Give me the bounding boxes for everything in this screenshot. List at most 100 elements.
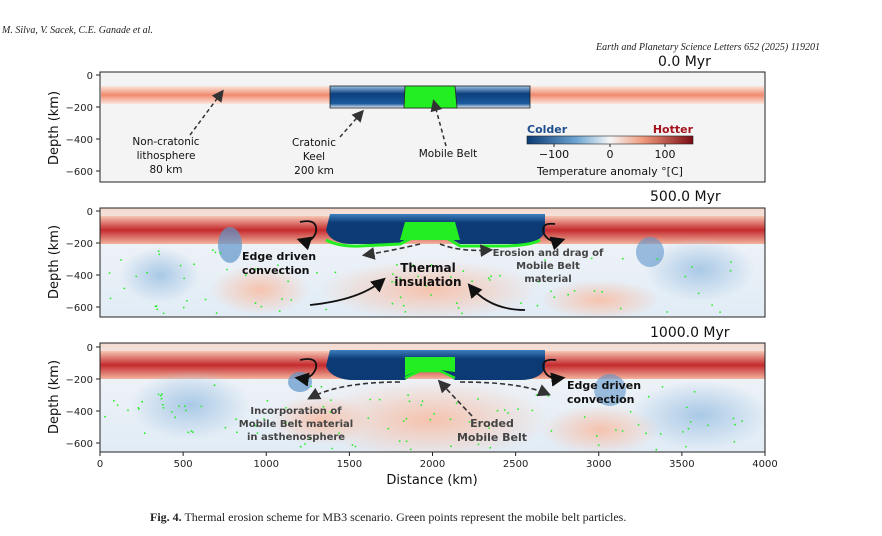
mobile-belt-particle [112, 400, 115, 402]
mobile-belt-particle [685, 445, 687, 448]
mobile-belt-particle [531, 409, 534, 412]
mobile-belt-particle [316, 272, 318, 274]
mobile-belt-particle [711, 304, 713, 306]
svg-text:Mobile Belt: Mobile Belt [457, 431, 527, 444]
mobile-belt-particle [170, 410, 173, 413]
mobile-belt-particle [146, 271, 148, 274]
mobile-belt-particle [573, 290, 576, 292]
arrow-noncratonic [189, 89, 224, 136]
svg-text:80 km: 80 km [149, 164, 182, 176]
caption-text: Thermal erosion scheme for MB3 scenario.… [184, 510, 627, 524]
svg-text:Mobile Belt material: Mobile Belt material [239, 419, 353, 430]
svg-text:Erosion and drag of: Erosion and drag of [493, 248, 604, 259]
mobile-belt-particle [544, 267, 546, 269]
mobile-belt-particle [299, 445, 302, 448]
mobile-belt-particle [553, 296, 556, 299]
mobile-belt-particle [354, 445, 357, 448]
mobile-belt-particle [143, 432, 146, 435]
svg-text:200 km: 200 km [294, 165, 334, 177]
x-tick-label: 2000 [420, 459, 445, 470]
panel-time-label: 1000.0 Myr [650, 325, 730, 341]
mobile-belt-particle [461, 312, 463, 315]
svg-text:Incorporation of: Incorporation of [250, 406, 342, 417]
mobile-belt-particle [468, 421, 471, 423]
mobile-belt-particle [457, 307, 460, 309]
mobile-belt-particle [488, 427, 490, 429]
mobile-belt-particle [399, 296, 402, 299]
mobile-belt-particle [260, 305, 263, 308]
arrow-thermal-left [309, 277, 386, 306]
x-tick-label: 1000 [254, 459, 279, 470]
y-axis-label: Depth (km) [47, 91, 62, 165]
arrow-keel [339, 109, 364, 138]
mobile-belt-particle [666, 311, 669, 313]
mobile-belt-particle [191, 431, 194, 433]
mobile-belt-particle [404, 311, 407, 313]
mobile-belt-particle [185, 409, 188, 412]
mobile-belt-particle [489, 446, 492, 449]
mobile-belt-particle [433, 413, 435, 415]
mobile-belt-particle [184, 405, 186, 408]
mobile-belt-particle [158, 253, 161, 256]
annotation-mobile-belt: Mobile Belt [419, 148, 477, 160]
arrow-drag-right [459, 381, 551, 397]
mobile-belt-particle [190, 430, 193, 432]
mobile-belt-particle [507, 412, 509, 414]
mobile-belt-particle [490, 275, 492, 278]
mobile-belt-particle [369, 398, 372, 401]
mobile-belt-particle [182, 306, 185, 309]
mobile-belt-particle [647, 395, 650, 398]
y-axis-ticks: 0 −200 −400 −600 [66, 343, 100, 450]
mobile-belt-particle [179, 264, 182, 267]
annotation-incorporation: Incorporation of Mobile Belt material in… [239, 406, 353, 443]
svg-text:Edge driven: Edge driven [242, 250, 316, 263]
mobile-belt-particle [449, 418, 452, 421]
mobile-belt-particle [517, 408, 519, 410]
mobile-belt-particle [367, 417, 370, 419]
mobile-belt-particle [287, 280, 289, 283]
colorbar-colder-label: Colder [527, 123, 568, 136]
mobile-belt-particle [334, 271, 337, 274]
panel-1000myr: 1000.0 Myr 0 −200 −400 −600 [47, 325, 778, 488]
svg-text:Eroded: Eroded [470, 417, 514, 430]
svg-text:Edge driven: Edge driven [567, 379, 641, 392]
mobile-belt-particle [550, 430, 553, 432]
svg-text:0: 0 [87, 207, 93, 218]
caption-label: Fig. 4. [150, 510, 182, 524]
arrow-erosion-left [361, 243, 421, 260]
mobile-belt-particle [235, 418, 238, 421]
y-axis-ticks: 0 −200 −400 −600 [66, 207, 100, 314]
mobile-belt-particle [656, 258, 659, 261]
mobile-belt-particle [488, 279, 491, 281]
x-tick-label: 3000 [586, 459, 611, 470]
mobile-belt-particle [496, 409, 499, 412]
mobile-belt-particle [213, 384, 216, 387]
mobile-belt-particle [135, 275, 138, 278]
svg-text:Thermal: Thermal [400, 261, 456, 275]
mobile-belt-particle [263, 418, 265, 420]
panel-time-label: 0.0 Myr [658, 54, 711, 70]
mobile-belt-particle [285, 422, 287, 424]
mobile-belt-particle [256, 432, 259, 434]
mobile-belt-particle [278, 310, 281, 313]
mobile-belt-particle [544, 259, 546, 261]
svg-text:−400: −400 [66, 271, 93, 282]
mobile-belt-particle [615, 400, 618, 403]
figure-caption: Fig. 4. Thermal erosion scheme for MB3 s… [150, 510, 626, 525]
annotation-thermal-insulation: Thermal insulation [394, 261, 461, 289]
mobile-belt-particle [338, 432, 340, 434]
mobile-belt-particle [127, 409, 129, 412]
svg-text:in asthenosphere: in asthenosphere [247, 432, 345, 443]
annotation-edge-convection: Edge driven convection [567, 379, 641, 406]
mobile-belt-particle [186, 299, 188, 302]
mobile-belt-particle [689, 421, 692, 423]
mobile-belt-particle [487, 277, 490, 280]
mobile-belt-particle [160, 397, 163, 400]
y-axis-ticks: 0 −200 −400 −600 [66, 71, 100, 178]
svg-text:−200: −200 [66, 239, 93, 250]
mobile-belt-particle [396, 264, 398, 266]
arrow-edge-convection-left [294, 358, 318, 387]
mobile-belt-particle [741, 420, 743, 422]
x-tick-label: 1500 [337, 459, 362, 470]
